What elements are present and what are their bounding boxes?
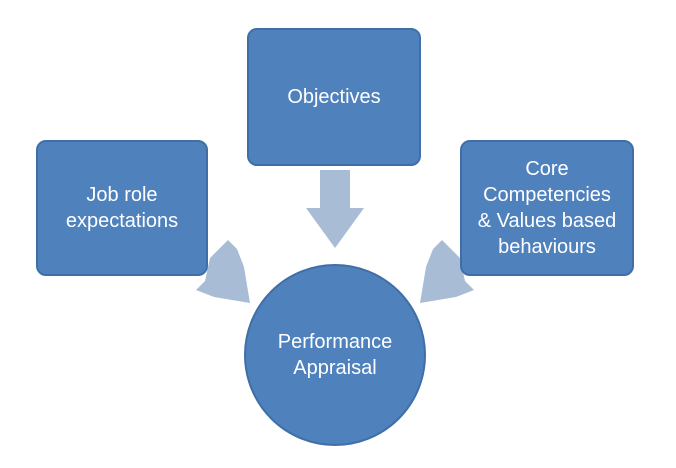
objectives-label: Objectives <box>287 86 381 108</box>
core-competencies-label: Core Competencies & Values based behavio… <box>477 158 617 258</box>
job-role-label: Job role expectations <box>65 184 179 232</box>
objectives-box: Objectives <box>247 28 421 166</box>
core-competencies-box: Core Competencies & Values based behavio… <box>460 140 634 276</box>
arrow-objectives-to-appraisal <box>306 170 364 248</box>
arrow-jobrole-to-appraisal <box>196 240 250 303</box>
arrow-core-to-appraisal <box>420 240 474 303</box>
performance-appraisal-circle: Performance Appraisal <box>244 264 426 446</box>
job-role-box: Job role expectations <box>36 140 208 276</box>
performance-appraisal-label: Performance Appraisal <box>277 331 393 379</box>
